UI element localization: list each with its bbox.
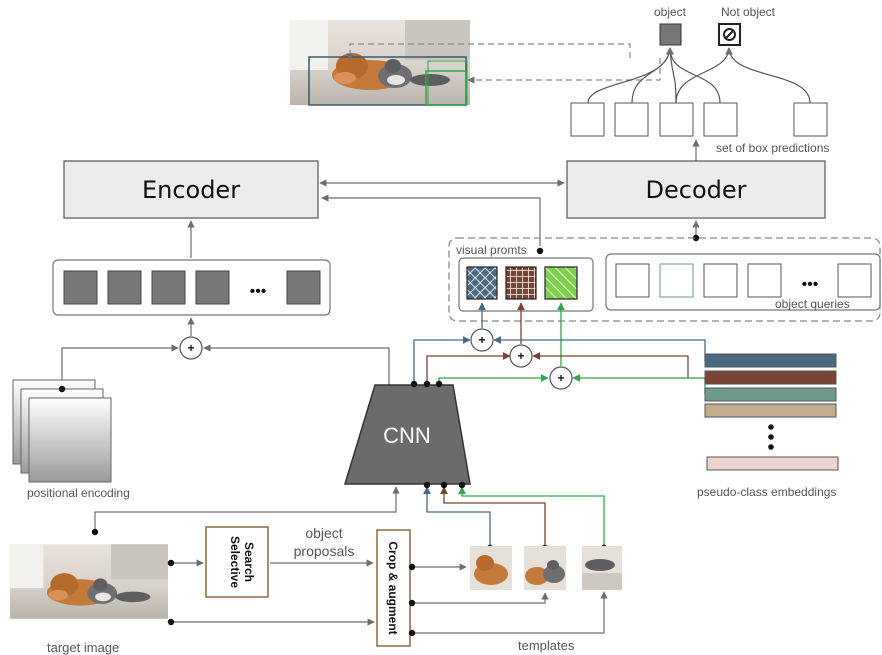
plus-node-green: + bbox=[549, 366, 573, 390]
svg-text:+: + bbox=[557, 371, 564, 385]
visual-prompt-green bbox=[544, 266, 578, 300]
plus-node-encoder bbox=[179, 336, 203, 360]
object-label: object bbox=[654, 5, 687, 19]
target-image-label: target image bbox=[47, 640, 119, 655]
visual-prompt-brown bbox=[505, 266, 537, 300]
prediction-box-2 bbox=[614, 102, 649, 137]
prediction-box-5 bbox=[793, 102, 828, 137]
template-dog-cat bbox=[524, 546, 566, 590]
positional-encoding-label: positional encoding bbox=[27, 486, 130, 500]
set-of-box-predictions-label: set of box predictions bbox=[716, 141, 829, 155]
plus-node-brown: + bbox=[509, 344, 533, 368]
selective-search-line1: Selective bbox=[228, 536, 242, 588]
prediction-box-3 bbox=[659, 102, 694, 137]
cnn-label: CNN bbox=[383, 423, 431, 448]
visual-prompts-box bbox=[458, 257, 594, 312]
dashed-feedback-lines bbox=[346, 43, 661, 84]
crop-augment-box: Crop & augment bbox=[376, 529, 411, 647]
crop-to-templates-lines bbox=[412, 563, 608, 634]
decoder-label: Decoder bbox=[646, 176, 747, 204]
encoder-tokens: ••• bbox=[52, 259, 331, 316]
svg-text:+: + bbox=[187, 341, 194, 355]
template-cat-tail bbox=[582, 546, 622, 590]
templates-label: templates bbox=[518, 638, 575, 653]
svg-text:+: + bbox=[478, 333, 485, 347]
filled-square-icon bbox=[659, 23, 682, 46]
templates-to-cnn-lines bbox=[423, 486, 605, 548]
visual-prompt-blue bbox=[466, 266, 498, 300]
target-to-cnn-arrow bbox=[94, 486, 400, 532]
box-green-2 bbox=[427, 60, 468, 106]
object-proposals-line1: object bbox=[305, 525, 342, 541]
object-proposals-line2: proposals bbox=[294, 543, 355, 559]
object-queries-box: ••• bbox=[605, 253, 881, 311]
crop-augment-label: Crop & augment bbox=[386, 541, 400, 634]
no-entry-icon bbox=[718, 23, 741, 46]
object-queries-label: object queries bbox=[775, 297, 850, 311]
pseudo-class-embeddings-label: pseudo-class embeddings bbox=[697, 485, 836, 499]
selective-search-line2: Search bbox=[242, 542, 256, 582]
encoder-label: Encoder bbox=[142, 176, 240, 204]
selective-search-box: Selective Search bbox=[205, 526, 269, 598]
svg-text:•••: ••• bbox=[802, 276, 819, 293]
not-object-label: Not object bbox=[721, 5, 776, 19]
template-dog bbox=[470, 546, 512, 590]
decoder-block: Decoder bbox=[566, 160, 826, 219]
plus-node-blue: + bbox=[470, 328, 494, 352]
prediction-curves bbox=[587, 47, 811, 104]
positional-encoding-stack bbox=[12, 379, 112, 483]
prediction-box-4 bbox=[703, 102, 738, 137]
pseudo-class-embeddings bbox=[704, 353, 839, 471]
prompts-to-encoder-arrow bbox=[321, 194, 541, 246]
encoder-block: Encoder bbox=[63, 160, 319, 219]
target-image bbox=[10, 544, 168, 619]
visual-prompts-label: visual promts bbox=[456, 243, 527, 257]
encoder-dots: ••• bbox=[250, 283, 267, 300]
prediction-box-1 bbox=[570, 102, 605, 137]
cnn-block: CNN bbox=[343, 384, 471, 485]
svg-text:+: + bbox=[517, 349, 524, 363]
detection-output-image bbox=[290, 20, 470, 106]
box-predictions bbox=[570, 102, 828, 137]
